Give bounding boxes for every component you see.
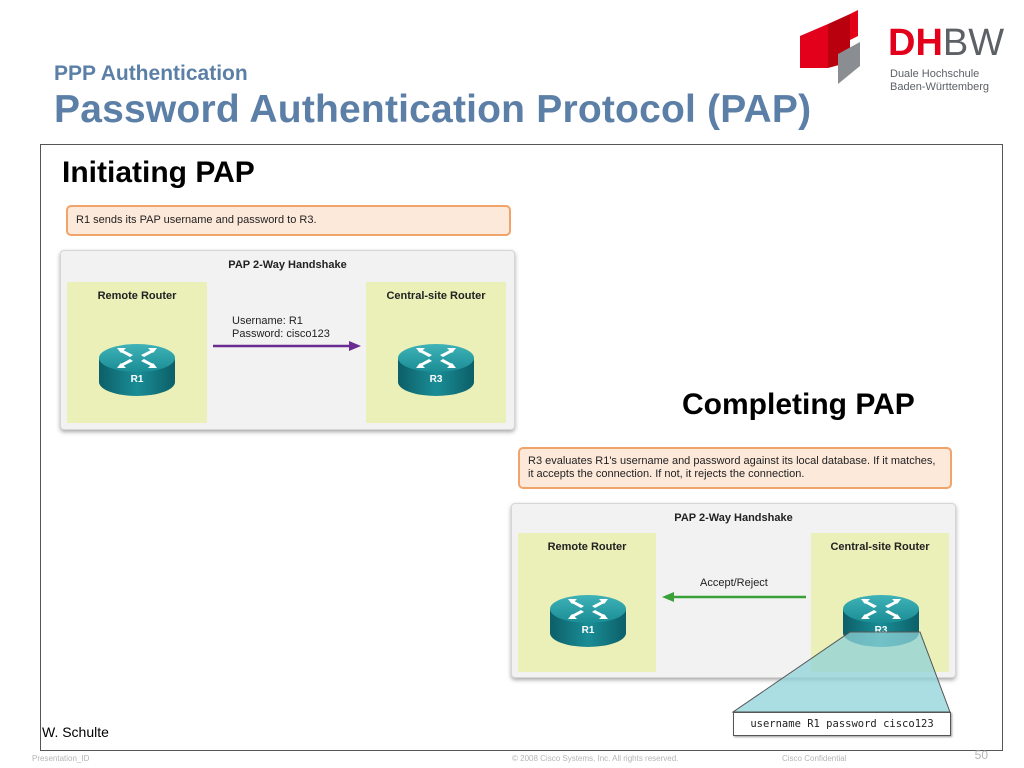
router-r1-icon: R1 <box>548 589 628 651</box>
dhbw-logo: DHBW Duale Hochschule Baden-Württemberg <box>798 6 1008 94</box>
router-r1-icon: R1 <box>97 338 177 400</box>
initiating-heading: Initiating PAP <box>62 156 255 189</box>
username-text: Username: R1 <box>232 315 303 327</box>
left-arrow-icon <box>662 592 806 602</box>
router-r3-label: R3 <box>874 625 888 636</box>
router-r3-icon: R3 <box>841 589 921 651</box>
logo-bw: BW <box>942 22 1005 64</box>
right-arrow-icon <box>213 341 361 351</box>
completing-central-box: Central-site Router R3 <box>811 533 949 672</box>
completing-note: R3 evaluates R1's username and password … <box>518 447 952 489</box>
initiating-central-box: Central-site Router R3 <box>366 282 506 423</box>
initiating-remote-box: Remote Router R1 <box>67 282 207 423</box>
initiating-note: R1 sends its PAP username and password t… <box>66 205 511 236</box>
page-number: 50 <box>974 748 988 762</box>
credentials-message: Username: R1 Password: cisco123 <box>232 315 330 341</box>
logo-dh: DH <box>888 22 943 64</box>
footer-presentation-id: Presentation_ID <box>32 754 90 763</box>
footer-confidential: Cisco Confidential <box>782 754 847 763</box>
author-name: W. Schulte <box>42 724 109 740</box>
completing-diagram: PAP 2-Way Handshake Remote Router R1 Cen… <box>511 503 956 678</box>
logo-subtitle: Duale Hochschule Baden-Württemberg <box>890 68 989 94</box>
completing-heading: Completing PAP <box>682 388 915 421</box>
slide-subtitle: PPP Authentication <box>54 62 248 85</box>
config-command-box: username R1 password cisco123 <box>733 712 951 736</box>
initiating-diagram-title: PAP 2-Way Handshake <box>228 259 347 271</box>
completing-diagram-title: PAP 2-Way Handshake <box>674 512 793 524</box>
logo-line-1: Duale Hochschule <box>890 68 980 80</box>
password-text: Password: cisco123 <box>232 328 330 340</box>
router-r1-label: R1 <box>130 374 144 385</box>
router-r3-icon: R3 <box>396 338 476 400</box>
completing-remote-box: Remote Router R1 <box>518 533 656 672</box>
logo-line-2: Baden-Württemberg <box>890 81 990 93</box>
completing-central-label: Central-site Router <box>830 541 930 553</box>
initiating-central-label: Central-site Router <box>386 290 486 302</box>
dhbw-logo-mark-icon <box>800 10 860 84</box>
footer-copyright: © 2008 Cisco Systems, Inc. All rights re… <box>512 754 679 763</box>
logo-wordmark: DHBW <box>888 24 1004 62</box>
router-r3-label: R3 <box>429 374 443 385</box>
completing-remote-label: Remote Router <box>547 541 627 553</box>
slide-title: Password Authentication Protocol (PAP) <box>54 88 812 131</box>
initiating-diagram: PAP 2-Way Handshake Remote Router R1 Cen… <box>60 250 515 430</box>
router-r1-label: R1 <box>581 625 595 636</box>
accept-reject-message: Accept/Reject <box>700 577 768 589</box>
initiating-remote-label: Remote Router <box>97 290 177 302</box>
